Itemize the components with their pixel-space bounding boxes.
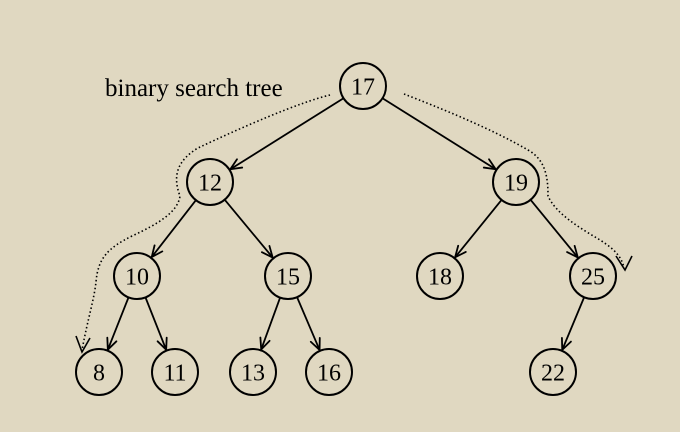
- edge-25-to-22: [561, 296, 585, 352]
- node-circle: [113, 252, 161, 300]
- node-12: 12: [186, 158, 234, 206]
- edge-10-to-11: [144, 297, 168, 352]
- edge-line: [229, 97, 344, 171]
- arrowhead: [482, 158, 498, 171]
- edge-line: [106, 297, 130, 351]
- node-8: 8: [75, 348, 123, 396]
- edge-line: [296, 296, 321, 351]
- edge-19-to-25: [529, 199, 580, 260]
- node-22: 22: [529, 348, 577, 396]
- nodes: 17 12 19 10 15 18 25 8 11 13 16 22: [75, 62, 617, 396]
- node-circle: [264, 252, 312, 300]
- edge-line: [529, 199, 579, 259]
- node-circle: [151, 348, 199, 396]
- node-circle: [569, 252, 617, 300]
- node-15: 15: [264, 252, 312, 300]
- edge-17-to-12: [228, 97, 344, 171]
- node-11: 11: [151, 348, 199, 396]
- dotted-curve: [403, 93, 625, 269]
- node-18: 18: [416, 252, 464, 300]
- edges: [106, 97, 585, 352]
- node-label: 17: [351, 75, 375, 101]
- diagram-title: binary search tree: [105, 75, 283, 102]
- traversal-paths: [75, 93, 633, 354]
- node-circle: [529, 348, 577, 396]
- node-10: 10: [113, 252, 161, 300]
- edge-line: [151, 199, 197, 258]
- node-label: 19: [504, 171, 528, 197]
- dotted-arrowhead: [615, 255, 633, 272]
- dotted-curve: [81, 94, 331, 351]
- node-circle: [416, 252, 464, 300]
- node-circle: [492, 158, 540, 206]
- node-16: 16: [305, 348, 353, 396]
- edge-17-to-19: [382, 97, 498, 171]
- node-circle: [186, 158, 234, 206]
- node-17: 17: [339, 62, 387, 110]
- edge-line: [454, 199, 503, 258]
- dotted-arrowhead: [75, 335, 91, 354]
- node-circle: [305, 348, 353, 396]
- arrowhead: [228, 158, 244, 171]
- edge-line: [260, 297, 281, 350]
- edge-line: [223, 199, 274, 259]
- node-circle: [339, 62, 387, 110]
- node-label: 8: [93, 361, 105, 387]
- edge-12-to-15: [223, 199, 275, 260]
- node-label: 25: [581, 265, 605, 291]
- node-label: 13: [241, 361, 265, 387]
- node-circle: [229, 348, 277, 396]
- edge-10-to-8: [106, 297, 130, 352]
- node-25: 25: [569, 252, 617, 300]
- node-circle: [75, 348, 123, 396]
- node-19: 19: [492, 158, 540, 206]
- edge-line: [144, 297, 168, 351]
- node-label: 15: [276, 265, 300, 291]
- arrowhead: [561, 336, 572, 352]
- leftmost-path: [75, 94, 331, 354]
- edge-line: [561, 296, 585, 351]
- edge-12-to-10: [150, 199, 197, 259]
- node-label: 16: [317, 361, 341, 387]
- node-label: 22: [541, 361, 565, 387]
- node-label: 12: [198, 171, 222, 197]
- node-label: 18: [428, 265, 452, 291]
- edge-15-to-13: [259, 297, 281, 352]
- edge-19-to-18: [453, 199, 503, 260]
- edge-line: [382, 97, 497, 171]
- rightmost-path: [403, 93, 633, 272]
- node-label: 11: [163, 361, 186, 387]
- node-label: 10: [125, 265, 149, 291]
- edge-15-to-16: [296, 296, 321, 352]
- node-13: 13: [229, 348, 277, 396]
